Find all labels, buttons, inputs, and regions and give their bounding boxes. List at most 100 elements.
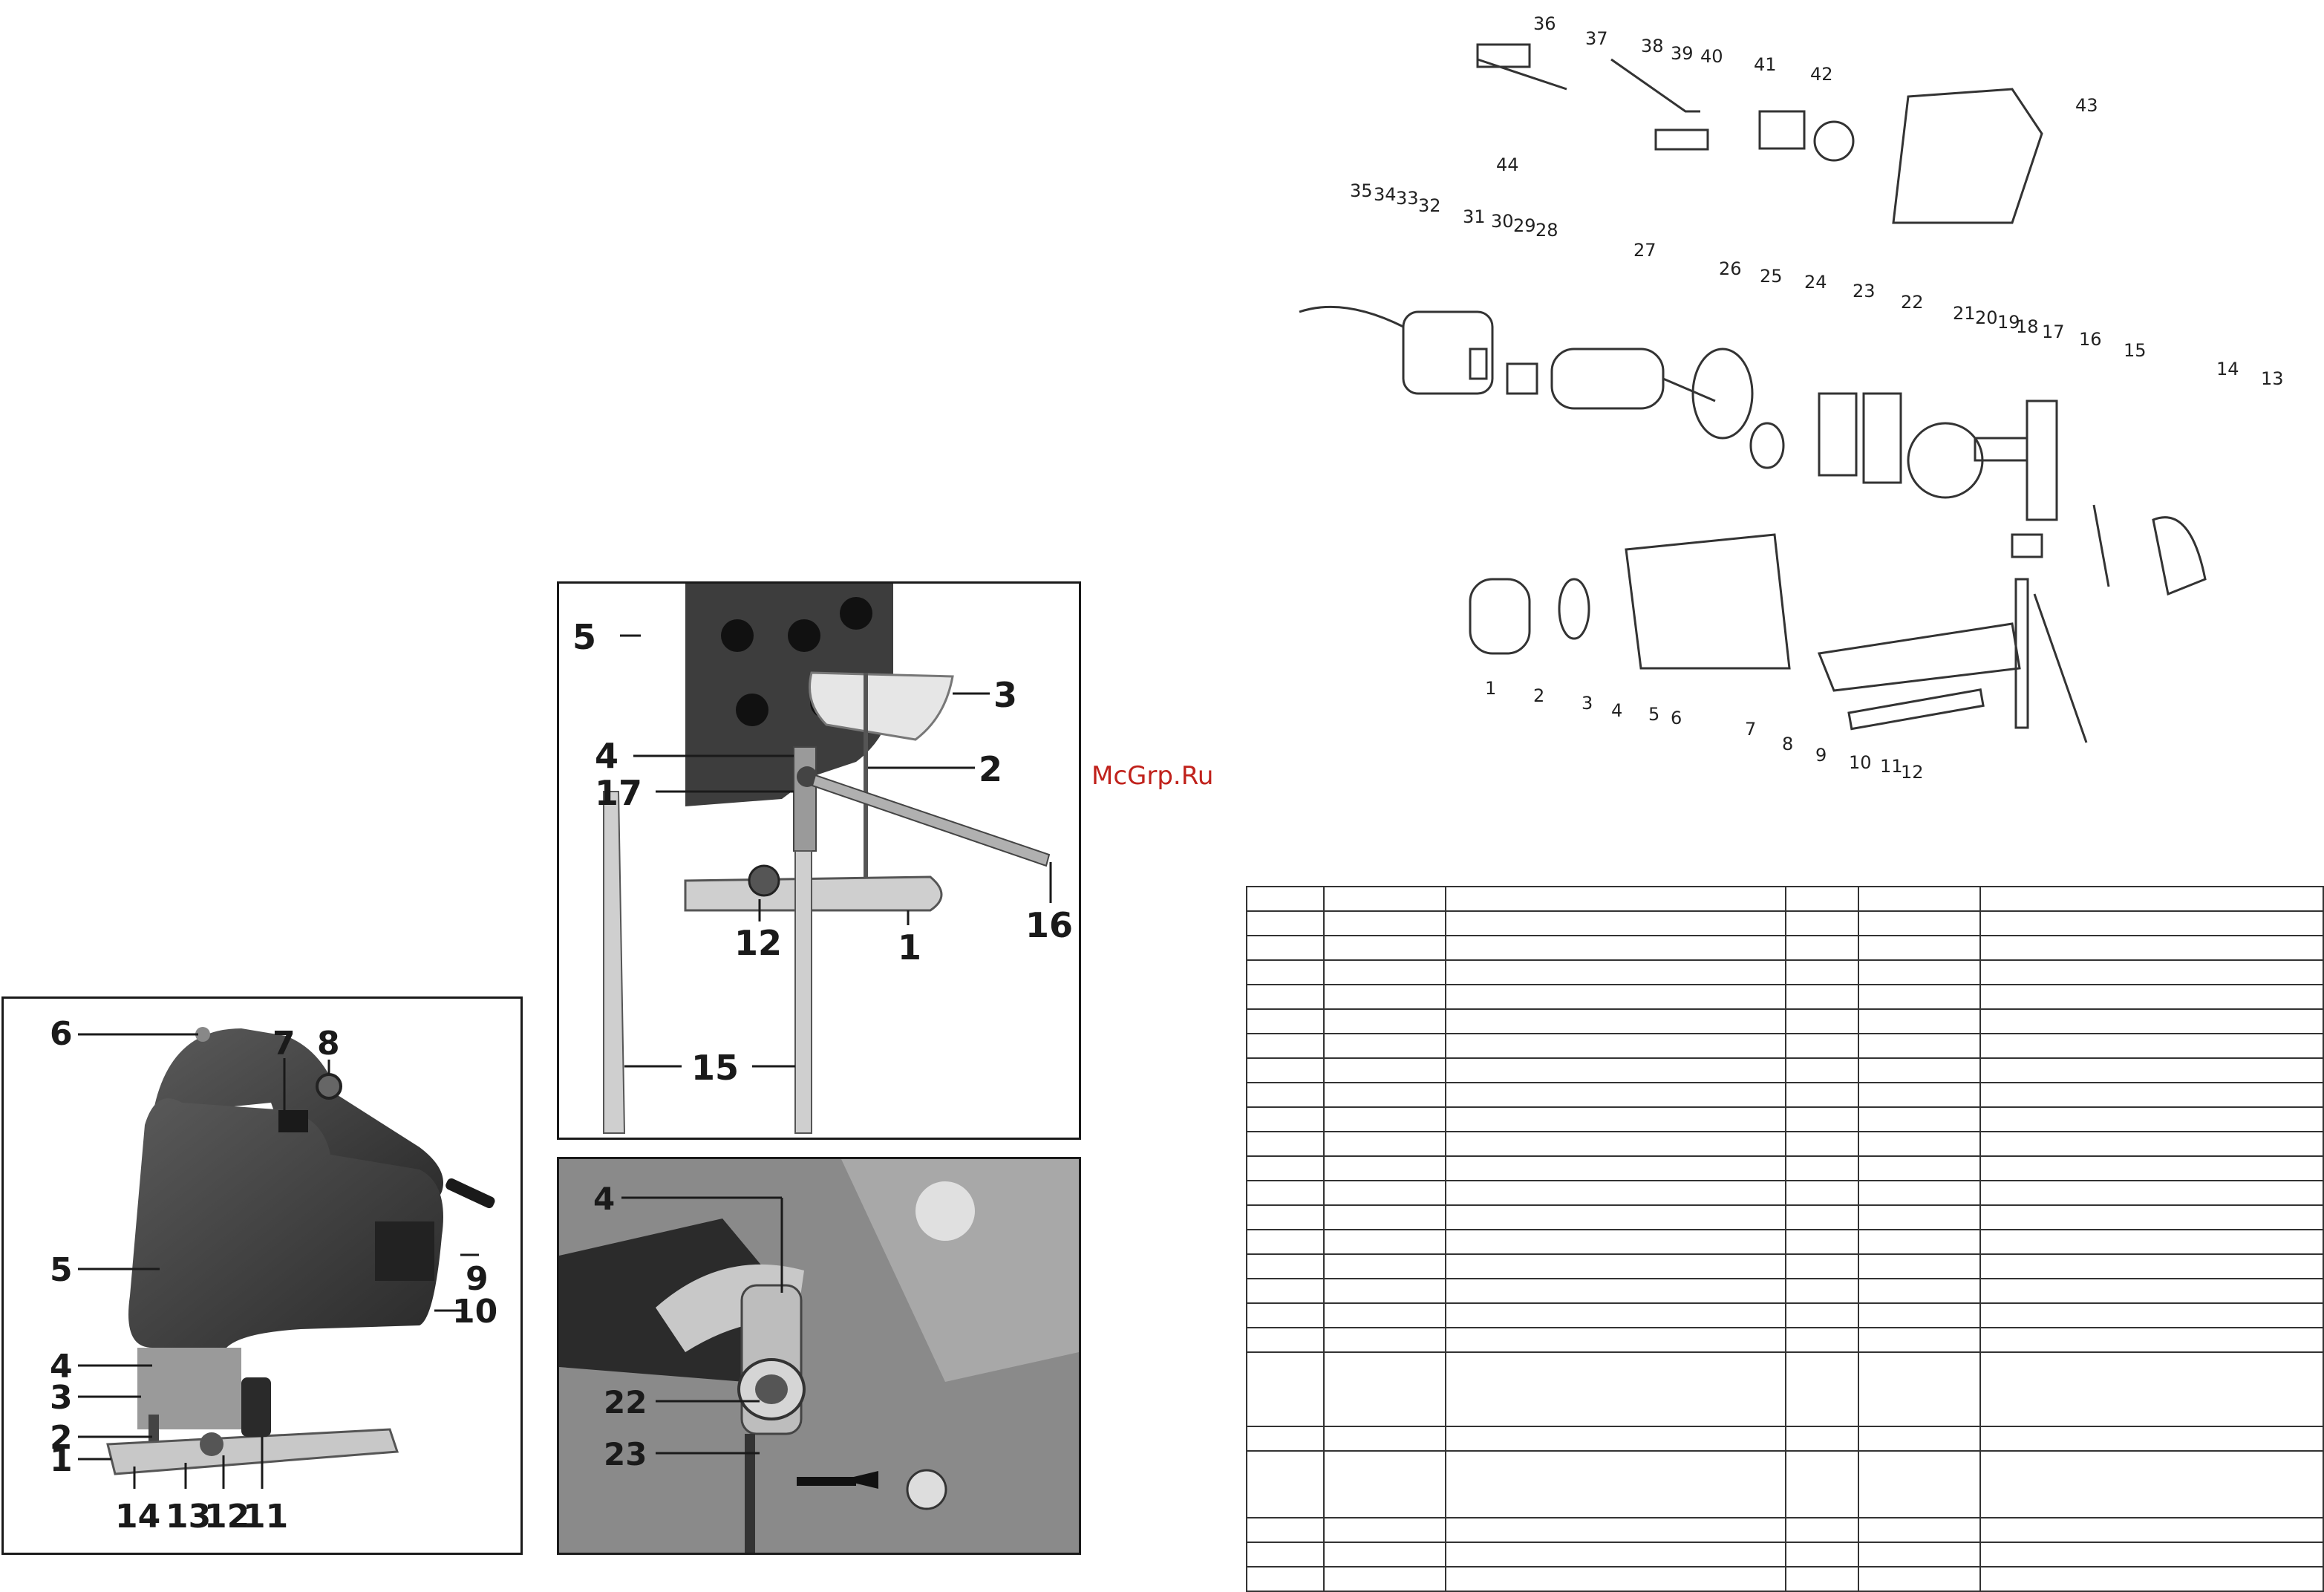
table-cell (1858, 984, 1981, 1010)
table-row (1246, 1180, 2324, 1206)
part-label-6: 6 (1671, 708, 1682, 728)
table-cell (1246, 1155, 1325, 1181)
power-cord (445, 1178, 495, 1209)
roller-guide-illustration: 4 22 23 (559, 1159, 1079, 1553)
callout-6: 6 (50, 1015, 73, 1053)
callout-23: 23 (604, 1436, 647, 1472)
part-label-14: 14 (2216, 359, 2239, 379)
table-row (1246, 1517, 2324, 1543)
table-cell (1785, 1106, 1859, 1132)
table-row (1246, 1327, 2324, 1353)
table-cell (1323, 1566, 1446, 1592)
part-label-25: 25 (1760, 266, 1783, 287)
table-cell (1785, 1566, 1859, 1592)
trigger-switch (278, 1110, 308, 1132)
table-cell (1246, 886, 1325, 912)
part-label-35: 35 (1350, 180, 1373, 201)
part-label-32: 32 (1418, 195, 1441, 216)
table-cell (1858, 1008, 1981, 1034)
exploded-parts-diagram: 36 37 38 39 40 41 42 43 44 35 34 33 32 3… (1255, 0, 2324, 809)
part-label-39: 39 (1671, 43, 1694, 64)
callout-16: 16 (1025, 905, 1073, 945)
part-label-10: 10 (1849, 752, 1872, 773)
table-cell (1785, 1155, 1859, 1181)
table-cell (1979, 959, 2324, 985)
jigsaw-illustration: 6 7 8 5 9 10 4 3 2 1 14 13 12 11 (50, 1015, 497, 1536)
part-label-4: 4 (1611, 700, 1622, 721)
table-cell (1246, 1180, 1325, 1206)
table-cell (1246, 1351, 1325, 1427)
part-label-2: 2 (1533, 685, 1544, 706)
table-cell (1323, 1204, 1446, 1230)
table-cell (1979, 1517, 2324, 1543)
table-cell (1858, 1302, 1981, 1328)
callout-15: 15 (691, 1048, 739, 1088)
switch-lock-icon (195, 1027, 210, 1042)
table-cell (1445, 1033, 1786, 1059)
table-cell (1858, 1131, 1981, 1157)
table-cell (1246, 1327, 1325, 1353)
table-cell (1979, 1302, 2324, 1328)
table-row (1246, 1450, 2324, 1518)
table-row (1246, 1155, 2324, 1181)
part-label-24: 24 (1804, 272, 1827, 293)
callout-10: 10 (452, 1293, 497, 1331)
table-cell (1323, 910, 1446, 936)
table-cell (1858, 1253, 1981, 1279)
table-cell (1785, 1302, 1859, 1328)
part-label-8: 8 (1782, 734, 1793, 754)
table-cell (1858, 1180, 1981, 1206)
table-cell (1246, 1278, 1325, 1304)
table-cell (1323, 1517, 1446, 1543)
table-cell (1246, 1033, 1325, 1059)
hex-key (811, 774, 1051, 867)
table-cell (1445, 1351, 1786, 1427)
table-cell (1246, 1008, 1325, 1034)
table-row (1246, 1229, 2324, 1255)
table-cell (1979, 1180, 2324, 1206)
part-label-7: 7 (1745, 719, 1756, 740)
table-cell (1785, 1033, 1859, 1059)
part-label-41: 41 (1754, 54, 1777, 75)
part-label-42: 42 (1810, 64, 1833, 85)
table-cell (1246, 935, 1325, 961)
table-cell (1246, 1131, 1325, 1157)
clamp-nut (906, 1469, 947, 1510)
table-row (1246, 1278, 2324, 1304)
blade-holder (793, 746, 817, 852)
table-cell (1246, 1450, 1325, 1518)
part-label-29: 29 (1513, 215, 1536, 236)
table-cell (1785, 1327, 1859, 1353)
table-row (1246, 1008, 2324, 1034)
table-cell (1979, 886, 2324, 912)
table-cell (1445, 886, 1786, 912)
table-cell (1785, 1253, 1859, 1279)
table-cell (1979, 1327, 2324, 1353)
table-cell (1858, 1566, 1981, 1592)
table-cell (1323, 1155, 1446, 1181)
exploded-drawing: 36 37 38 39 40 41 42 43 44 35 34 33 32 3… (1299, 13, 2284, 783)
table-cell (1785, 1008, 1859, 1034)
parts-table-body (1246, 886, 2324, 1592)
table-row (1246, 1033, 2324, 1059)
part-label-5: 5 (1648, 704, 1659, 725)
table-cell (1785, 1517, 1859, 1543)
table-cell (1858, 959, 1981, 985)
parts-list-table (1246, 886, 2324, 1592)
table-cell (1858, 1204, 1981, 1230)
part-label-33: 33 (1396, 188, 1419, 209)
callout-12: 12 (204, 1498, 249, 1536)
part-label-36: 36 (1533, 13, 1556, 34)
table-cell (1858, 1278, 1981, 1304)
callout-8: 8 (317, 1025, 340, 1063)
part-label-26: 26 (1719, 258, 1742, 279)
part-label-13: 13 (2261, 368, 2284, 389)
table-cell (1246, 1082, 1325, 1108)
table-cell (1323, 1082, 1446, 1108)
table-cell (1979, 935, 2324, 961)
spare-blade (603, 791, 626, 1134)
table-cell (1858, 1229, 1981, 1255)
part-label-40: 40 (1700, 46, 1723, 67)
table-cell (1323, 1180, 1446, 1206)
lock-button (316, 1073, 342, 1100)
